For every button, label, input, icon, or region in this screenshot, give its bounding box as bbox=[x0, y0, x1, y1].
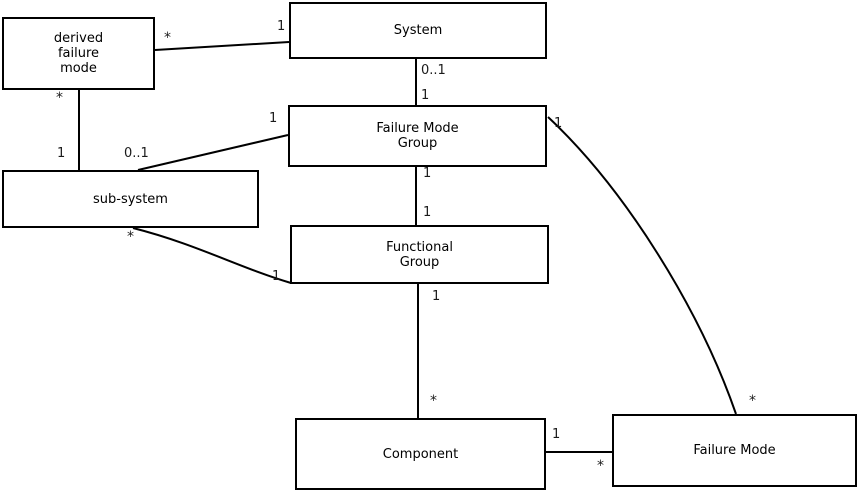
mult-fmg-right-one: 1 bbox=[554, 116, 563, 131]
mult-component-top-star: * bbox=[430, 393, 437, 409]
class-box-failure-mode-group[interactable]: Failure Mode Group bbox=[288, 105, 547, 167]
class-box-derived-failure-mode[interactable]: derived failure mode bbox=[2, 17, 155, 90]
class-box-sub-system[interactable]: sub-system bbox=[2, 170, 259, 228]
mult-fmg-left-one: 1 bbox=[269, 111, 278, 126]
class-box-system[interactable]: System bbox=[289, 2, 547, 59]
mult-failure-mode-star: * bbox=[597, 458, 604, 474]
class-box-functional-group[interactable]: Functional Group bbox=[290, 225, 549, 284]
mult-component-right-one: 1 bbox=[552, 427, 561, 442]
class-label-failure-mode: Failure Mode bbox=[693, 443, 776, 458]
mult-system-bottom-zeroone: 0..1 bbox=[421, 63, 446, 78]
class-box-component[interactable]: Component bbox=[295, 418, 546, 490]
mult-dfm-system-star: * bbox=[164, 30, 171, 46]
edge-derived-failure-mode--system bbox=[154, 41, 290, 51]
mult-fmg-bottom-one: 1 bbox=[423, 166, 432, 181]
mult-fm-top-star: * bbox=[749, 393, 756, 409]
association-paths bbox=[78, 41, 737, 453]
class-label-system: System bbox=[393, 23, 443, 38]
mult-fg-left-one: 1 bbox=[272, 269, 281, 284]
class-label-sub-system: sub-system bbox=[93, 191, 168, 207]
mult-fg-top-one: 1 bbox=[423, 205, 432, 220]
mult-fmg-top-one: 1 bbox=[421, 88, 430, 103]
class-label-derived-failure-mode: derived failure mode bbox=[53, 31, 104, 76]
mult-subsystem-up-one: 1 bbox=[57, 146, 66, 161]
class-label-functional-group: Functional Group bbox=[386, 239, 453, 270]
mult-dfm-down-star: * bbox=[56, 90, 63, 106]
mult-subsystem-fg-star: * bbox=[127, 229, 134, 245]
class-label-component: Component bbox=[382, 446, 459, 462]
mult-fg-bottom-one: 1 bbox=[432, 289, 441, 304]
edge-sub-system--functional-group bbox=[132, 227, 292, 284]
class-box-failure-mode[interactable]: Failure Mode bbox=[612, 414, 857, 487]
class-label-failure-mode-group: Failure Mode Group bbox=[376, 121, 459, 151]
edge-sub-system--failure-mode-group bbox=[137, 134, 289, 171]
mult-system-left-one: 1 bbox=[277, 19, 286, 34]
mult-subsystem-fmg-zeroone: 0..1 bbox=[124, 146, 149, 161]
edge-failure-mode-group--failure-mode bbox=[547, 116, 737, 415]
